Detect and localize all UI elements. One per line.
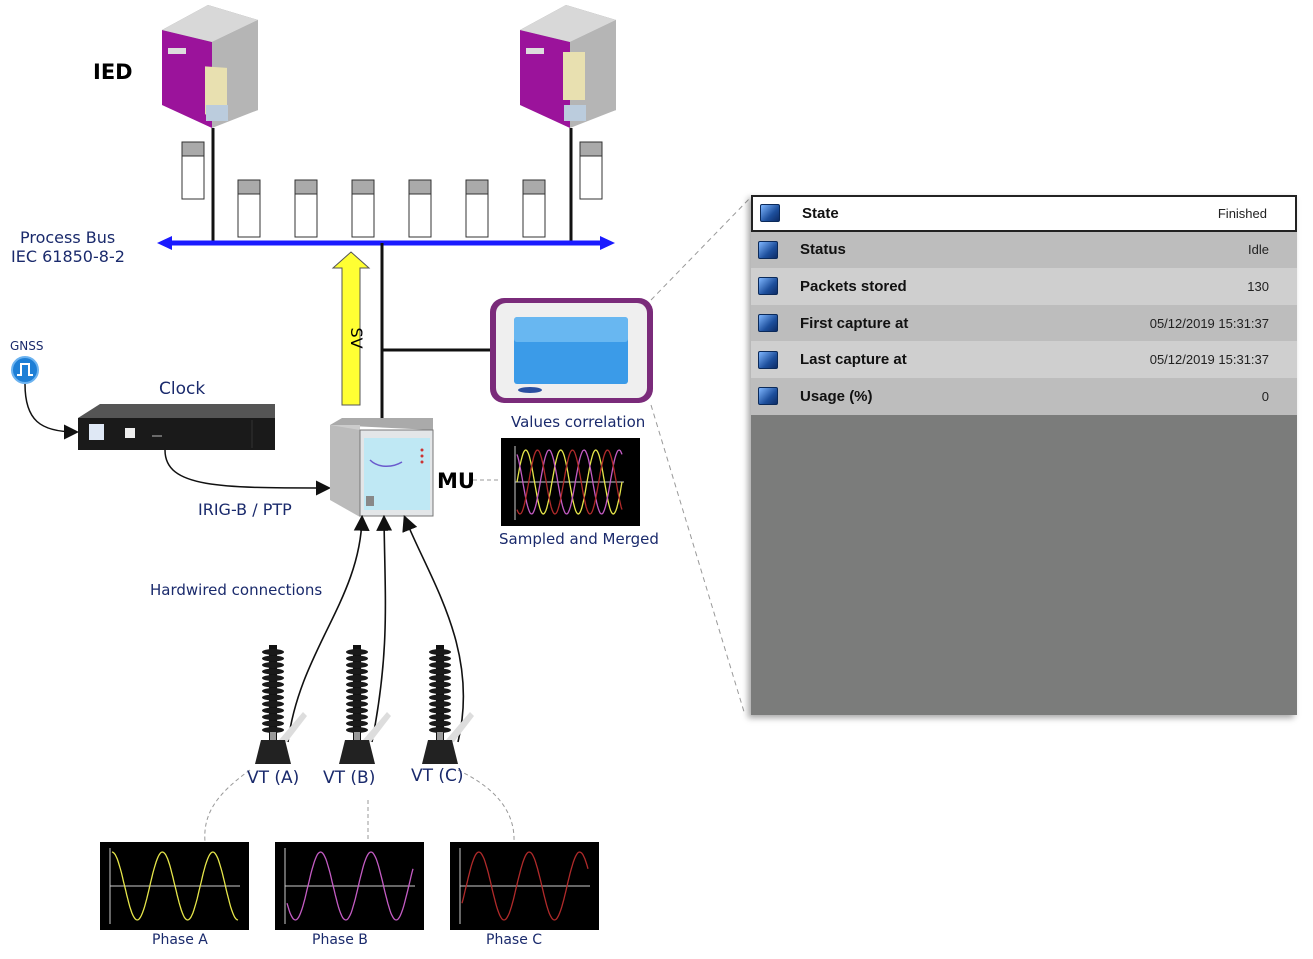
row-key: State — [802, 204, 839, 222]
row-key: Status — [800, 241, 846, 259]
vt-a-insulator — [255, 645, 307, 764]
phase-b-label: Phase B — [312, 932, 368, 948]
hardwired-label: Hardwired connections — [150, 581, 323, 599]
phase-c-scope — [450, 842, 599, 930]
row-value: Finished — [1217, 205, 1267, 221]
row-icon — [758, 240, 778, 259]
packet-icons — [181, 141, 603, 238]
sampled-merged-label: Sampled and Merged — [499, 530, 659, 548]
merged-waveform-scope — [501, 438, 640, 526]
row-key: Last capture at — [800, 351, 907, 369]
vt-b-insulator — [339, 645, 391, 764]
ied-right — [520, 5, 616, 128]
sv-label: SV — [347, 327, 366, 348]
row-key: Packets stored — [800, 277, 907, 295]
ied-left — [162, 5, 258, 128]
sv-arrow — [331, 251, 371, 406]
panel-row-state[interactable]: State Finished — [751, 195, 1297, 232]
process-bus — [157, 236, 615, 250]
panel-row-status[interactable]: Status Idle — [751, 231, 1297, 269]
row-value: Idle — [1248, 242, 1269, 258]
mu-label: MU — [437, 469, 475, 493]
values-correlation-label: Values correlation — [511, 413, 646, 431]
row-icon — [758, 387, 778, 406]
panel-row-last-capture[interactable]: Last capture at 05/12/2019 15:31:37 — [751, 341, 1297, 378]
hardwired-connections — [287, 514, 465, 743]
phase-c-label: Phase C — [486, 932, 543, 948]
row-key: Usage (%) — [800, 387, 873, 405]
vt-b-label: VT (B) — [323, 768, 376, 788]
panel-row-usage[interactable]: Usage (%) 0 — [751, 377, 1297, 415]
tablet-device — [490, 298, 653, 403]
phase-a-label: Phase A — [152, 932, 208, 948]
gnss-label: GNSS — [10, 339, 44, 353]
row-icon — [758, 314, 778, 333]
mu-device — [330, 418, 434, 517]
phase-a-scope — [100, 842, 249, 930]
panel-row-first-capture[interactable]: First capture at 05/12/2019 15:31:37 — [751, 304, 1297, 342]
row-key: First capture at — [800, 314, 909, 332]
row-icon — [760, 204, 780, 223]
panel-row-packets[interactable]: Packets stored 130 — [751, 268, 1297, 305]
row-value: 130 — [1247, 278, 1269, 294]
vt-group — [255, 645, 474, 764]
phase-links — [204, 769, 515, 843]
vt-a-label: VT (A) — [247, 768, 300, 788]
row-value: 0 — [1261, 388, 1269, 404]
row-value: 05/12/2019 15:31:37 — [1149, 352, 1269, 368]
irig-ptp-label: IRIG-B / PTP — [198, 500, 292, 519]
process-bus-standard-label: IEC 61850-8-2 — [11, 247, 125, 266]
phase-b-scope — [275, 842, 424, 930]
vt-c-insulator — [422, 645, 474, 764]
ied-label: IED — [93, 60, 133, 84]
row-icon — [758, 277, 778, 296]
row-value: 05/12/2019 15:31:37 — [1149, 315, 1269, 331]
row-icon — [758, 350, 778, 369]
vt-c-label: VT (C) — [411, 766, 464, 786]
clock-device — [78, 404, 275, 450]
capture-status-panel: State Finished Status Idle Packets store… — [751, 195, 1297, 715]
gnss-icon — [11, 356, 39, 384]
clock-label: Clock — [159, 379, 206, 399]
process-bus-label: Process Bus — [20, 228, 116, 247]
